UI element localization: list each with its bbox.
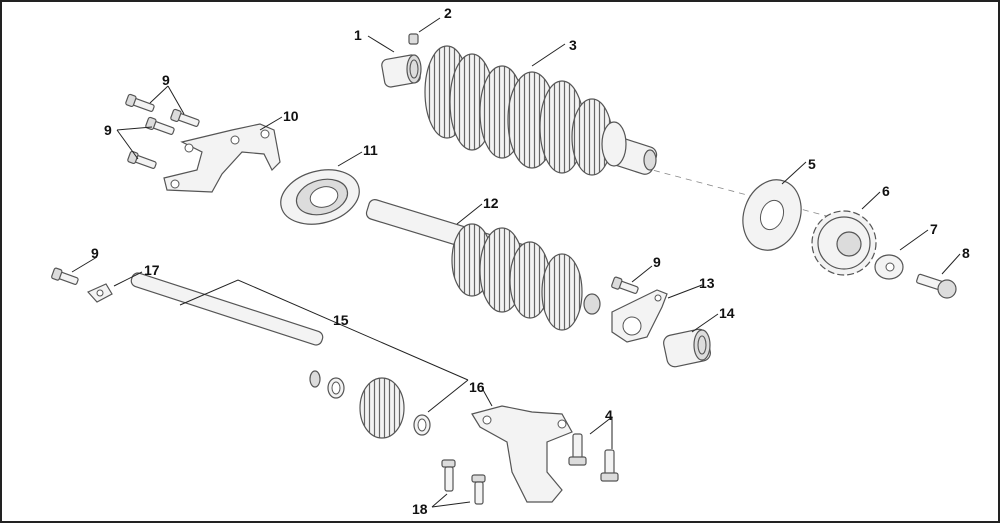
- callout-1: 1: [354, 27, 362, 43]
- leader-lines: [71, 17, 961, 508]
- callout-7: 7: [930, 221, 938, 237]
- callout-9-right: 9: [653, 254, 661, 270]
- callout-6: 6: [882, 183, 890, 199]
- callout-14: 14: [719, 305, 735, 321]
- callout-18: 18: [412, 501, 428, 517]
- callout-15: 15: [333, 312, 349, 328]
- part-16-bracket: [471, 405, 573, 503]
- callout-13: 13: [699, 275, 715, 291]
- callout-16: 16: [469, 379, 485, 395]
- part-7-washer: [874, 254, 904, 280]
- part-18-bolts: [441, 459, 486, 505]
- part-5-washer: [742, 179, 802, 251]
- callout-5: 5: [808, 156, 816, 172]
- part-9-bolts: [51, 93, 639, 294]
- callout-10: 10: [283, 108, 299, 124]
- callout-11: 11: [363, 142, 378, 158]
- part-6-sprocket: [811, 210, 877, 276]
- part-13-plate: [611, 289, 668, 343]
- part-2-pin: [408, 33, 419, 45]
- part-12-gear-shaft: [365, 199, 601, 331]
- callout-12: 12: [483, 195, 499, 211]
- callout-9-lower-left: 9: [91, 245, 99, 261]
- part-15-shaft-assembly: [130, 272, 431, 439]
- part-11-ball-bearing: [280, 169, 360, 225]
- part-17-plate: [87, 283, 113, 303]
- callout-9-top: 9: [162, 72, 170, 88]
- callout-8: 8: [962, 245, 970, 261]
- part-8-bolt: [916, 273, 957, 299]
- part-14-bearing: [663, 328, 711, 368]
- callout-17: 17: [144, 262, 160, 278]
- callout-2: 2: [444, 5, 452, 21]
- callout-9-left: 9: [104, 122, 112, 138]
- callout-3: 3: [569, 37, 577, 53]
- part-10-bracket: [163, 123, 281, 193]
- part-4-bolts: [568, 433, 619, 482]
- callout-4: 4: [605, 407, 613, 423]
- part-3-gear-cluster: [424, 45, 658, 176]
- part-1-bearing: [381, 54, 422, 88]
- upper-axis-line: [621, 161, 843, 221]
- callout-labels: 1 2 3 4 5 6 7 8 9 9 9 9 10 11 12 13 14 1…: [91, 5, 970, 517]
